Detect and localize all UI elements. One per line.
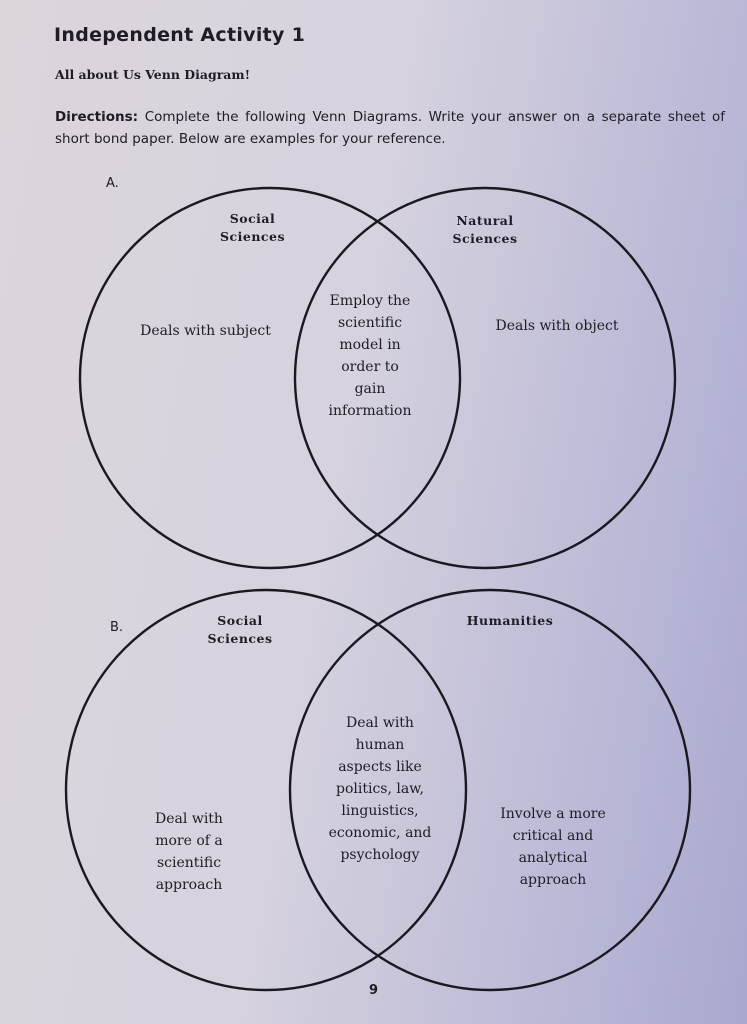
directions-label: Directions:	[55, 109, 139, 125]
venn-b-center-text: Deal with human aspects like politics, l…	[328, 715, 432, 863]
directions-paragraph: Directions: Complete the following Venn …	[55, 106, 725, 150]
venn-b-left-title: Social Sciences	[207, 613, 273, 646]
directions-text: Complete the following Venn Diagrams. Wr…	[55, 109, 726, 147]
venn-a-left-circle	[78, 186, 462, 570]
venn-a-right-title: Natural Sciences	[452, 213, 518, 246]
venn-a-right-text: Deals with object	[495, 318, 619, 334]
page-title: Independent Activity 1	[54, 24, 306, 46]
venn-a-left-title: Social Sciences	[219, 211, 286, 244]
venn-a-letter: A.	[106, 176, 119, 191]
venn-a-right-circle	[293, 186, 677, 570]
venn-b-right-circle	[288, 588, 692, 992]
venn-a-left-text: Deals with subject	[140, 323, 271, 339]
venn-b-left-text: Deal with more of a scientific approach	[155, 811, 223, 893]
venn-b-right-title: Humanities	[466, 613, 554, 628]
page-number: 9	[368, 983, 379, 998]
venn-b-right-text: Involve a more critical and analytical a…	[500, 806, 606, 888]
venn-b-left-circle	[64, 588, 468, 992]
venn-b-letter: B.	[110, 620, 124, 635]
venn-a-center-text: Employ the scientific model in order to …	[328, 293, 412, 419]
activity-subtitle: All about Us Venn Diagram!	[55, 67, 251, 82]
